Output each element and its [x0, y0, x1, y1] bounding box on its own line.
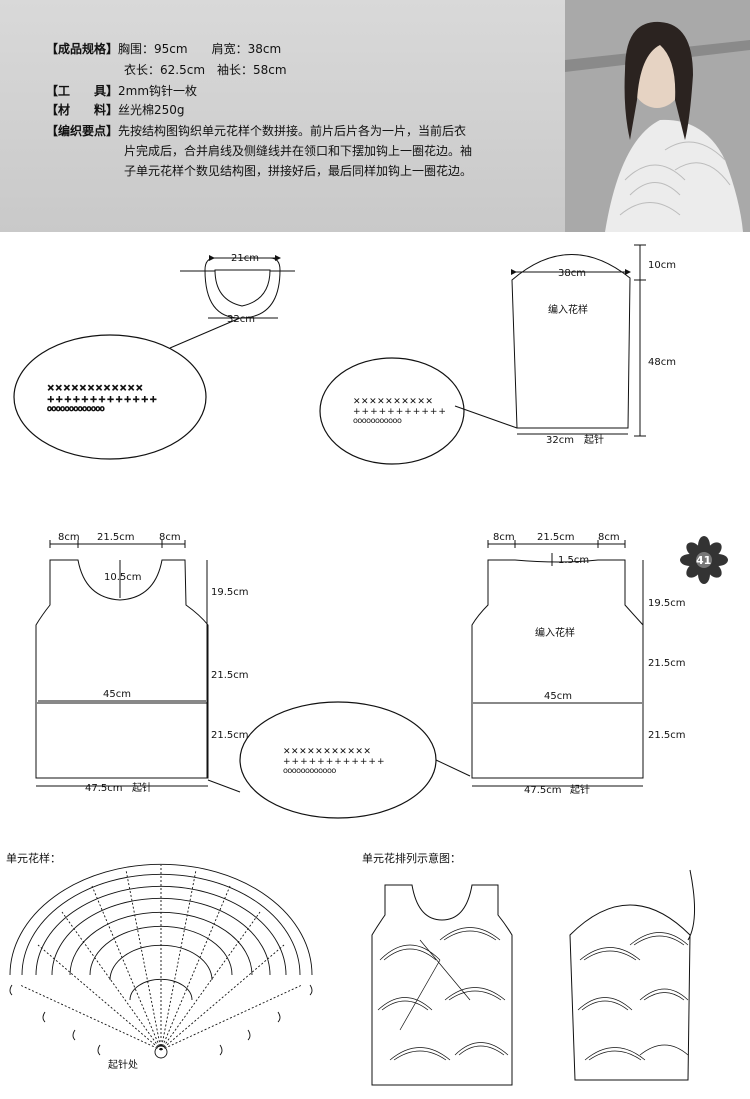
- spec-points-key: 【编织要点】: [46, 124, 119, 138]
- sleeve-cap-label: 10cm: [648, 260, 676, 271]
- collar-diagram: [169, 255, 295, 349]
- back-start-label: 起针: [570, 783, 590, 796]
- svg-text:oooooooooooo: oooooooooooo: [283, 766, 336, 775]
- spec-size-row: 【成品规格】胸围：95cm 肩宽：38cm: [46, 40, 281, 58]
- spec-size-key: 【成品规格】: [46, 42, 119, 56]
- stitch-ellipse-3: ✕✕✕✕✕✕✕✕✕✕✕ ++++++++++++ oooooooooooo: [207, 701, 471, 819]
- front-w3-label: 8cm: [159, 532, 181, 543]
- front-body-diagram: [35, 540, 209, 787]
- layout-title: 单元花排列示意图：: [362, 851, 461, 865]
- back-w3-label: 8cm: [598, 532, 620, 543]
- sleeve-diagram: [454, 244, 646, 437]
- front-h1-label: 19.5cm: [211, 587, 249, 598]
- page-number: 41: [696, 554, 711, 567]
- spec-material-key: 【材 料】: [46, 103, 119, 117]
- back-h2-label: 21.5cm: [648, 658, 686, 669]
- back-pattern-label: 编入花样: [535, 626, 575, 639]
- stitch-ellipse-1: ✕✕✕✕✕✕✕✕✕✕✕✕ +++++++++++++ ooooooooooooo: [13, 334, 207, 460]
- svg-text:ooooooooooooo: ooooooooooooo: [47, 404, 105, 413]
- svg-text:++++++++++++: ++++++++++++: [283, 757, 386, 767]
- spec-points-line2: 片完成后，合并肩线及侧缝线并在领口和下摆加钩上一圈花边。袖: [124, 144, 473, 158]
- front-h2-label: 21.5cm: [211, 670, 249, 681]
- front-start-label: 起针: [132, 781, 152, 794]
- stitch-ellipse-2: ✕✕✕✕✕✕✕✕✕✕ +++++++++++ ooooooooooo: [319, 357, 465, 465]
- front-mid-label: 45cm: [103, 689, 131, 700]
- svg-text:✕✕✕✕✕✕✕✕✕✕: ✕✕✕✕✕✕✕✕✕✕: [353, 397, 433, 407]
- sleeve-length-label: 48cm: [648, 357, 676, 368]
- spec-points-row: 【编织要点】先按结构图钩织单元花样个数拼接。前片后片各为一片，当前后衣: [46, 122, 466, 140]
- collar-top-label: 21cm: [231, 253, 259, 264]
- back-h3-label: 21.5cm: [648, 730, 686, 741]
- front-bottom-label: 47.5cm: [85, 783, 123, 794]
- svg-text:✕✕✕✕✕✕✕✕✕✕✕✕: ✕✕✕✕✕✕✕✕✕✕✕✕: [47, 384, 144, 394]
- collar-bottom-label: 32cm: [227, 314, 255, 325]
- front-w1-label: 8cm: [58, 532, 80, 543]
- model-photo: [565, 0, 750, 232]
- spec-size-value: 胸围：95cm 肩宽：38cm: [118, 42, 282, 56]
- spec-points-line3: 子单元花样个数见结构图，拼接好后，最后同样加钩上一圈花边。: [124, 164, 473, 178]
- svg-text:+++++++++++: +++++++++++: [353, 407, 447, 417]
- spec-material-row: 【材 料】丝光棉250g: [46, 101, 185, 119]
- motif-title: 单元花样：: [6, 851, 61, 865]
- fan-stitch-chart: [9, 863, 313, 1059]
- back-neck-label: 1.5cm: [558, 555, 589, 566]
- motif-start-label: 起针处: [108, 1058, 138, 1071]
- front-h3-label: 21.5cm: [211, 730, 249, 741]
- back-mid-label: 45cm: [544, 691, 572, 702]
- back-h1-label: 19.5cm: [648, 598, 686, 609]
- spec-tool-row: 【工 具】2mm钩针一枚: [46, 82, 197, 100]
- sleeve-top-label: 38cm: [558, 268, 586, 279]
- sleeve-start-label: 起针: [584, 433, 604, 446]
- layout-front-diagram: [371, 884, 513, 1086]
- back-bottom-label: 47.5cm: [524, 785, 562, 796]
- front-neck-label: 10.5cm: [104, 572, 142, 583]
- svg-text:+++++++++++++: +++++++++++++: [47, 395, 158, 405]
- spec-size-row2: 衣长：62.5cm 袖长：58cm: [124, 63, 287, 77]
- layout-sleeve-diagram: [569, 869, 696, 1081]
- spec-tool-key: 【工 具】: [46, 84, 119, 98]
- back-w2-label: 21.5cm: [537, 532, 575, 543]
- back-body-diagram: [471, 540, 644, 787]
- svg-text:✕✕✕✕✕✕✕✕✕✕✕: ✕✕✕✕✕✕✕✕✕✕✕: [283, 747, 371, 757]
- page-number-badge: 41: [680, 536, 728, 584]
- sleeve-bottom-label: 32cm: [546, 435, 574, 446]
- sleeve-pattern-label: 编入花样: [548, 303, 588, 316]
- spec-tool-value: 2mm钩针一枚: [118, 84, 198, 98]
- spec-points-line1: 先按结构图钩织单元花样个数拼接。前片后片各为一片，当前后衣: [118, 124, 467, 138]
- front-w2-label: 21.5cm: [97, 532, 135, 543]
- svg-text:ooooooooooo: ooooooooooo: [353, 416, 402, 425]
- back-w1-label: 8cm: [493, 532, 515, 543]
- spec-material-value: 丝光棉250g: [118, 103, 185, 117]
